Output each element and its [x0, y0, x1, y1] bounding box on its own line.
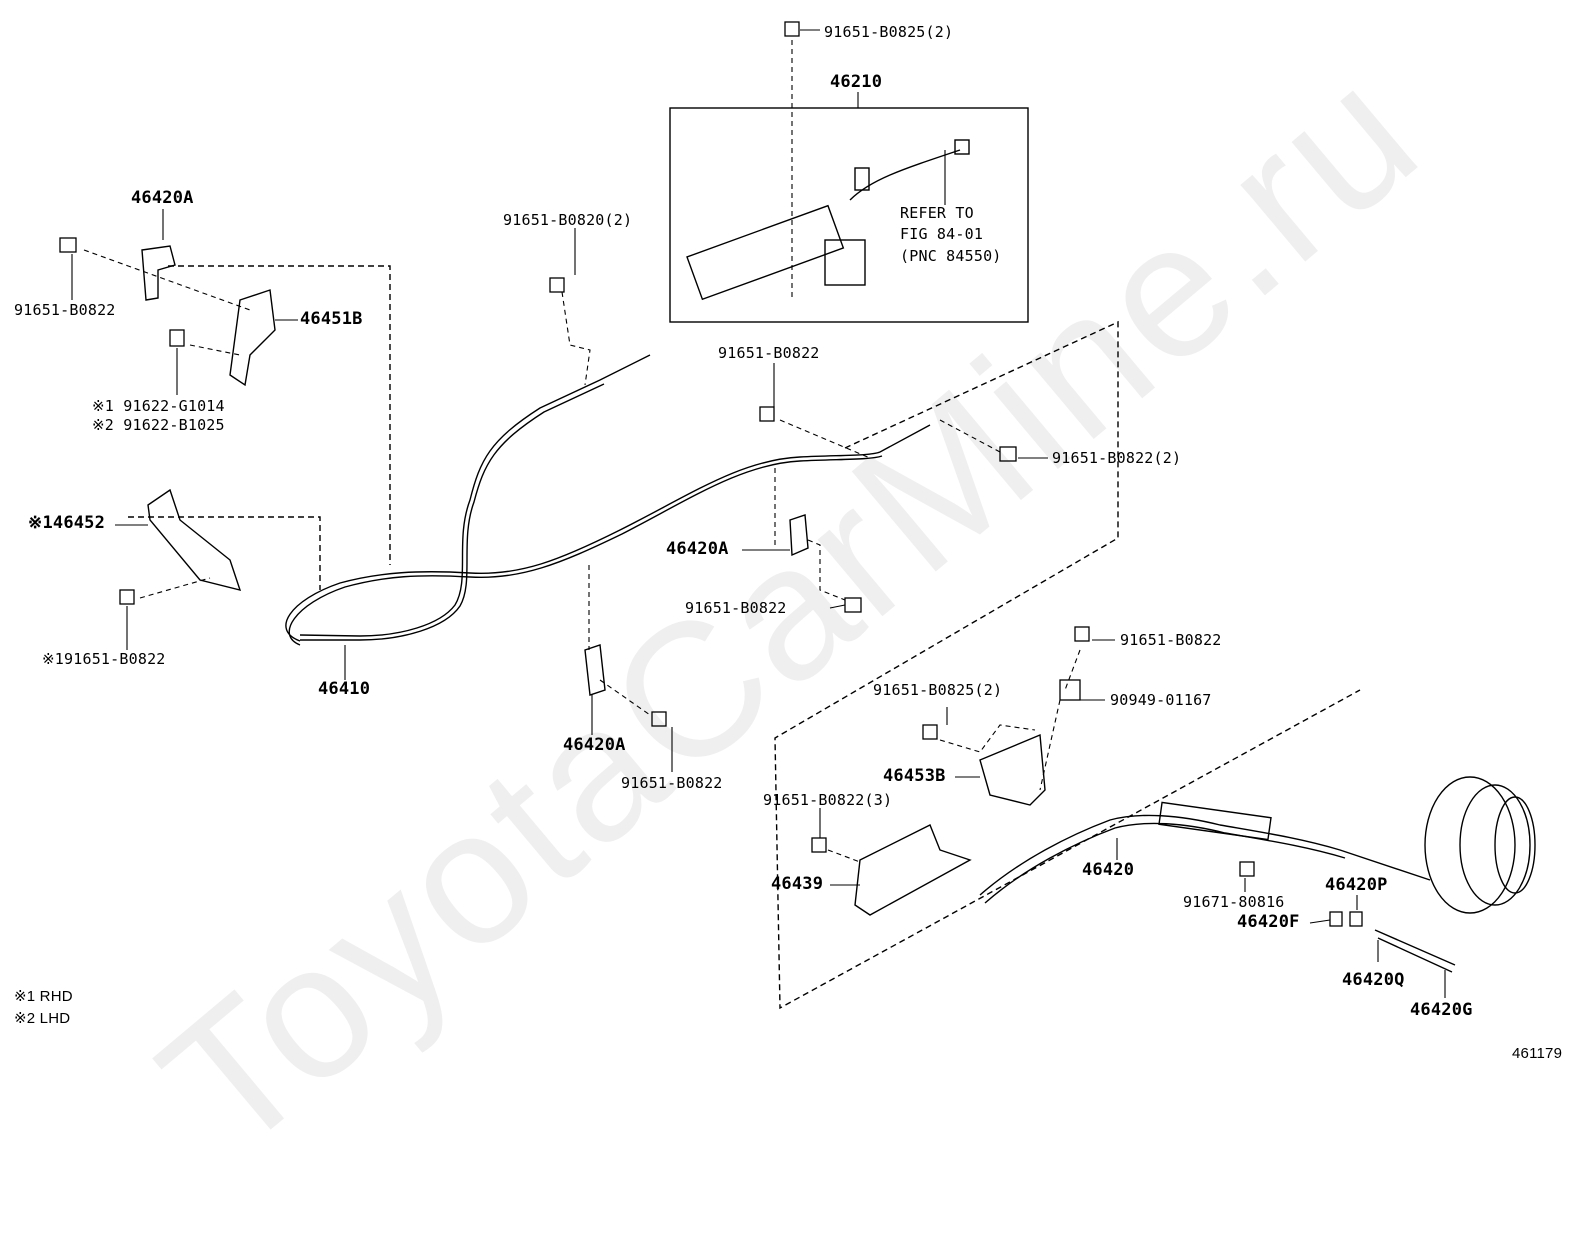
label-91622-B1025: ※2 91622-B1025 [92, 416, 225, 434]
label-46420: 46420 [1082, 860, 1135, 880]
diagram-drawing [59, 21, 1536, 1010]
cable-46410-b [288, 455, 883, 646]
label-91651-B0822-3: 91651-B0822(3) [763, 791, 893, 809]
label-46452: ※146452 [28, 513, 106, 533]
label-46420A-top: 46420A [131, 188, 194, 208]
label-46420G: 46420G [1410, 1000, 1473, 1020]
bracket-46420A-top [141, 245, 176, 301]
clip-46420A-low [584, 644, 606, 696]
cable-46410 [285, 424, 931, 642]
cable-front [299, 354, 651, 637]
label-91651-B0825-top: 91651-B0825(2) [824, 23, 954, 41]
label-91651-B0822-r1: 91651-B0822 [1120, 631, 1222, 649]
refer-line3: (PNC 84550) [900, 247, 1002, 265]
note-lhd: ※2 LHD [14, 1010, 71, 1027]
label-46420A-mid: 46420A [666, 539, 729, 559]
dashed-leader-46452 [128, 516, 321, 590]
bracket-46452 [147, 488, 242, 591]
label-91651-B0822-left: 91651-B0822 [14, 301, 116, 319]
refer-line2: FIG 84-01 [900, 225, 984, 243]
label-91651-B0820: 91651-B0820(2) [503, 211, 633, 229]
figure-number: 461179 [1512, 1045, 1563, 1062]
sleeve-46420 [1158, 801, 1272, 841]
label-91651-B0822-l2: ※191651-B0822 [42, 650, 166, 668]
label-91651-B0822-low: 91651-B0822 [621, 774, 723, 792]
plate-46439 [854, 824, 972, 916]
label-46210: 46210 [830, 72, 883, 92]
label-91651-B0822-mid: 91651-B0822 [718, 344, 820, 362]
label-91651-B0822-2: 91651-B0822(2) [1052, 449, 1182, 467]
label-91651-B0822-mid2: 91651-B0822 [685, 599, 787, 617]
label-46420F: 46420F [1237, 912, 1300, 932]
spring-46420G [1374, 929, 1456, 973]
label-46420A-low: 46420A [563, 735, 626, 755]
label-91651-B0825-r: 91651-B0825(2) [873, 681, 1003, 699]
dashed-region-left [168, 265, 391, 565]
dashed-region-right [774, 320, 1361, 1010]
cable-46420 [979, 814, 1431, 896]
bolts [59, 21, 1363, 927]
refer-line1: REFER TO [900, 204, 974, 222]
parts-diagram: ToyotaCarMine.ru [14, 21, 1563, 1193]
clip-46420A-mid [789, 514, 809, 557]
label-46439: 46439 [771, 874, 824, 894]
label-46410: 46410 [318, 679, 371, 699]
label-46453B: 46453B [883, 766, 946, 786]
lever-46210 [686, 204, 845, 301]
cable-46420-b [984, 822, 1346, 904]
leader-lines [71, 29, 1446, 998]
bracket-46453B [979, 733, 1046, 806]
box-46210 [669, 107, 1029, 323]
label-90949-01167: 90949-01167 [1110, 691, 1212, 709]
label-91671-80816: 91671-80816 [1183, 893, 1285, 911]
dashed-connectors [83, 40, 1081, 863]
label-91622-G1014: ※1 91622-G1014 [92, 397, 225, 415]
drum-46420 [1424, 776, 1516, 914]
label-46451B: 46451B [300, 309, 363, 329]
label-46420Q: 46420Q [1342, 970, 1405, 990]
cable-front-b [300, 383, 605, 641]
note-rhd: ※1 RHD [14, 988, 73, 1005]
bracket-46451B [229, 289, 276, 387]
label-46420P: 46420P [1325, 875, 1388, 895]
